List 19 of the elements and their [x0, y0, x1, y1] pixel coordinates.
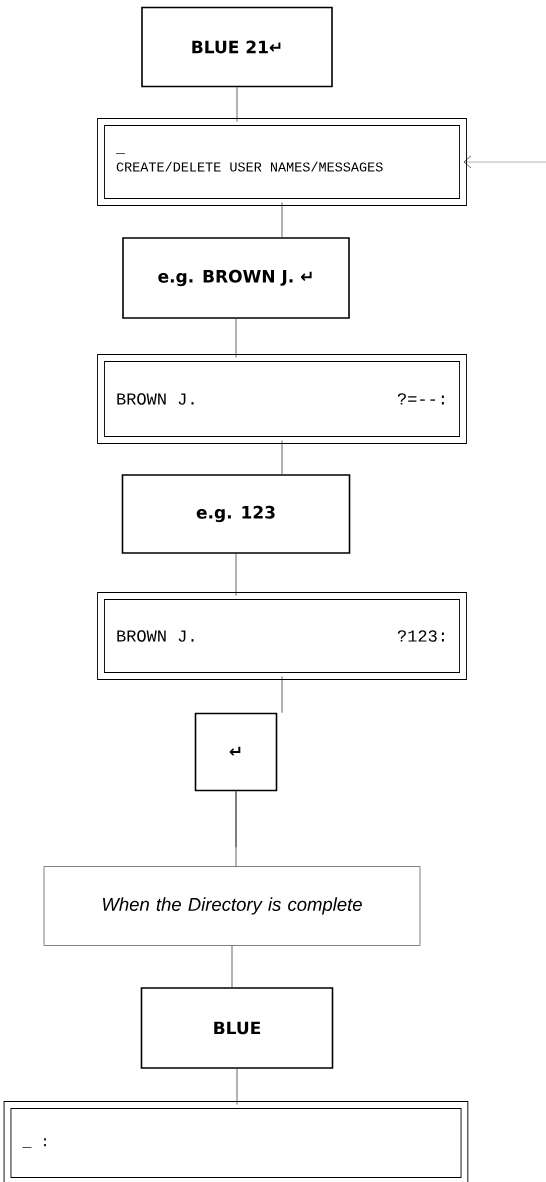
- connector-line: [235, 791, 237, 867]
- display-box: BROWN J. ?123:: [97, 592, 467, 680]
- connector-line: [281, 202, 283, 238]
- key-box: e.g. BROWN J. ↵: [122, 237, 350, 319]
- key-box: ↵: [194, 712, 278, 792]
- connector-line: [281, 676, 283, 713]
- key-box: BLUE 21↵: [141, 6, 333, 88]
- display-box: BROWN J. ?=--:: [97, 354, 467, 444]
- key-box: BLUE: [140, 987, 334, 1069]
- display-box: _ :: [3, 1101, 469, 1182]
- condition-box: When the Directory is complete: [43, 866, 421, 946]
- connector-line: [235, 553, 237, 596]
- connector-line: [236, 87, 238, 122]
- connector-line: [281, 440, 283, 475]
- display-box: _ CREATE/DELETE USER NAMES/MESSAGES: [97, 118, 467, 206]
- connector-line: [231, 945, 233, 988]
- connector-line: [235, 318, 237, 358]
- key-box: e.g. 123: [121, 474, 351, 554]
- connector-line: [236, 1068, 238, 1105]
